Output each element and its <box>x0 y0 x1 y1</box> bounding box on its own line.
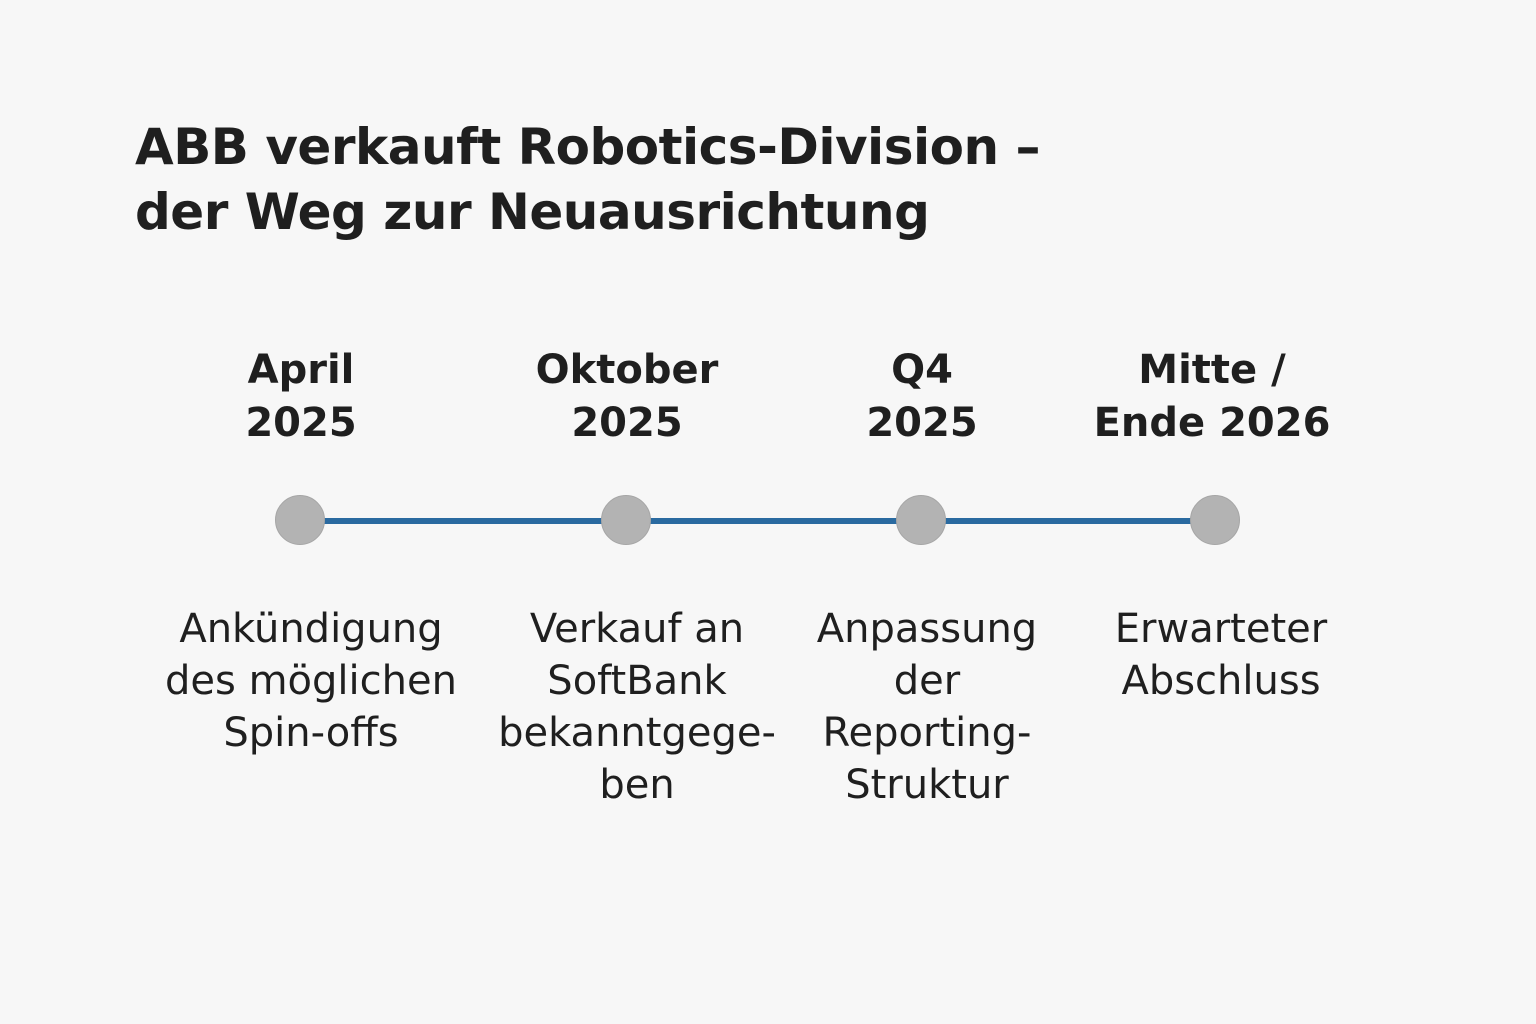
description-line: der <box>893 658 961 704</box>
description-line: SoftBank <box>547 658 727 704</box>
description-line: Ankündigung <box>179 606 443 652</box>
description-line: Struktur <box>845 762 1009 808</box>
description-line: Erwarteter <box>1114 606 1328 652</box>
milestone-dot <box>1190 495 1240 545</box>
milestone-description: Erwarteter Abschluss <box>1071 603 1371 707</box>
date-line: 2025 <box>571 400 683 446</box>
description-line: ben <box>599 762 675 808</box>
milestone-dot <box>601 495 651 545</box>
date-line: Mitte / <box>1138 347 1286 393</box>
timeline-line <box>301 518 1216 524</box>
date-line: April <box>247 347 355 393</box>
milestone-description: Anpassung der Reporting- Struktur <box>777 603 1077 811</box>
title-line-1: ABB verkauft Robotics-Division – <box>135 118 1040 176</box>
description-line: Reporting- <box>822 710 1032 756</box>
date-line: 2025 <box>245 400 357 446</box>
milestone-description: Verkauf an SoftBank bekanntgege- ben <box>487 603 787 811</box>
milestone-date: Oktober 2025 <box>477 344 777 450</box>
date-line: Ende 2026 <box>1093 400 1331 446</box>
title-line-2: der Weg zur Neuausrichtung <box>135 183 930 241</box>
milestone-dot <box>275 495 325 545</box>
milestone-description: Ankündigung des möglichen Spin-offs <box>161 603 461 759</box>
milestone-date: Q4 2025 <box>772 344 1072 450</box>
milestone-date: April 2025 <box>151 344 451 450</box>
description-line: Anpassung <box>816 606 1038 652</box>
description-line: Verkauf an <box>529 606 745 652</box>
date-line: Oktober <box>535 347 719 393</box>
date-line: 2025 <box>866 400 978 446</box>
milestone-dot <box>896 495 946 545</box>
description-line: Spin-offs <box>223 710 399 756</box>
description-line: des möglichen <box>165 658 457 704</box>
page-title: ABB verkauft Robotics-Division – der Weg… <box>135 115 1040 245</box>
milestone-date: Mitte / Ende 2026 <box>1062 344 1362 450</box>
description-line: Abschluss <box>1121 658 1321 704</box>
date-line: Q4 <box>891 347 953 393</box>
description-line: bekanntgege- <box>498 710 776 756</box>
